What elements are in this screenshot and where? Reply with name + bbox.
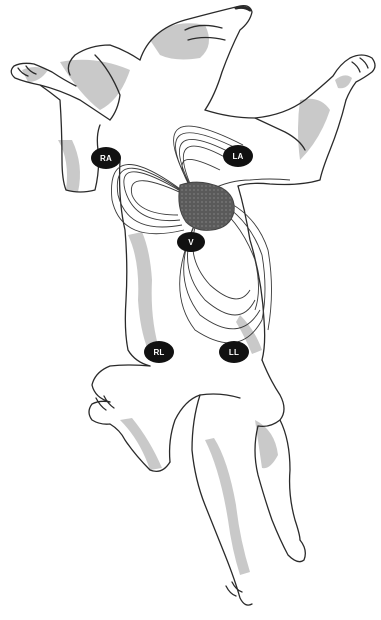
electrode-la: LA (223, 145, 253, 167)
fur-patches (22, 23, 352, 575)
electrode-v-label: V (188, 238, 194, 247)
electrode-ra: RA (91, 147, 121, 169)
heart (179, 182, 234, 230)
electrode-ll: LL (219, 341, 249, 363)
electrode-v: V (177, 232, 205, 252)
electrode-la-label: LA (232, 152, 243, 161)
electrode-ra-label: RA (100, 154, 112, 163)
electrode-rl: RL (144, 341, 174, 363)
electrode-rl-label: RL (153, 348, 164, 357)
electrode-ll-label: LL (229, 348, 239, 357)
